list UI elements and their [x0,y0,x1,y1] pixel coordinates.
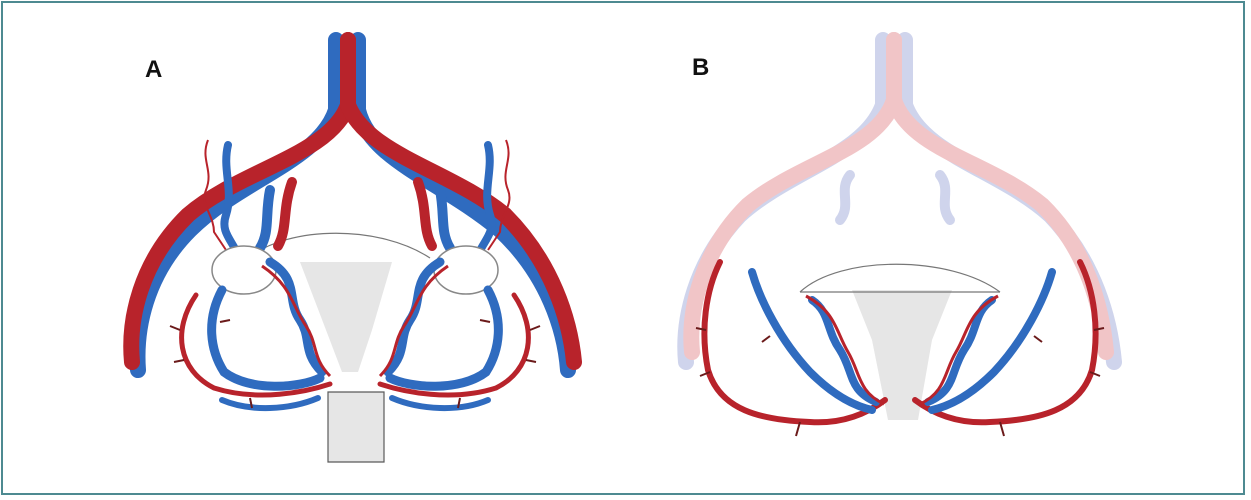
vascular-diagram-a [0,0,640,500]
plexus-vein-right-a [392,398,488,408]
panel-a: A [0,0,640,500]
faded-vein-trunk-b [685,40,883,362]
branch-artery-right-a [418,182,432,246]
panel-b: B [640,0,1251,500]
faded-branch-right-b [940,175,950,220]
cervix-a [328,392,384,462]
plexus-vein-left-a [222,398,318,408]
branch-artery-left-a [278,182,292,246]
vascular-diagram-b [640,0,1251,500]
vena-cava-a [138,40,336,370]
uterine-ligament-b [800,264,1000,292]
faded-branch-left-b [840,175,850,220]
iliac-artery-left-b [704,262,885,422]
branch-vein-left-a [260,190,270,248]
vena-cava-right-a [358,40,568,370]
